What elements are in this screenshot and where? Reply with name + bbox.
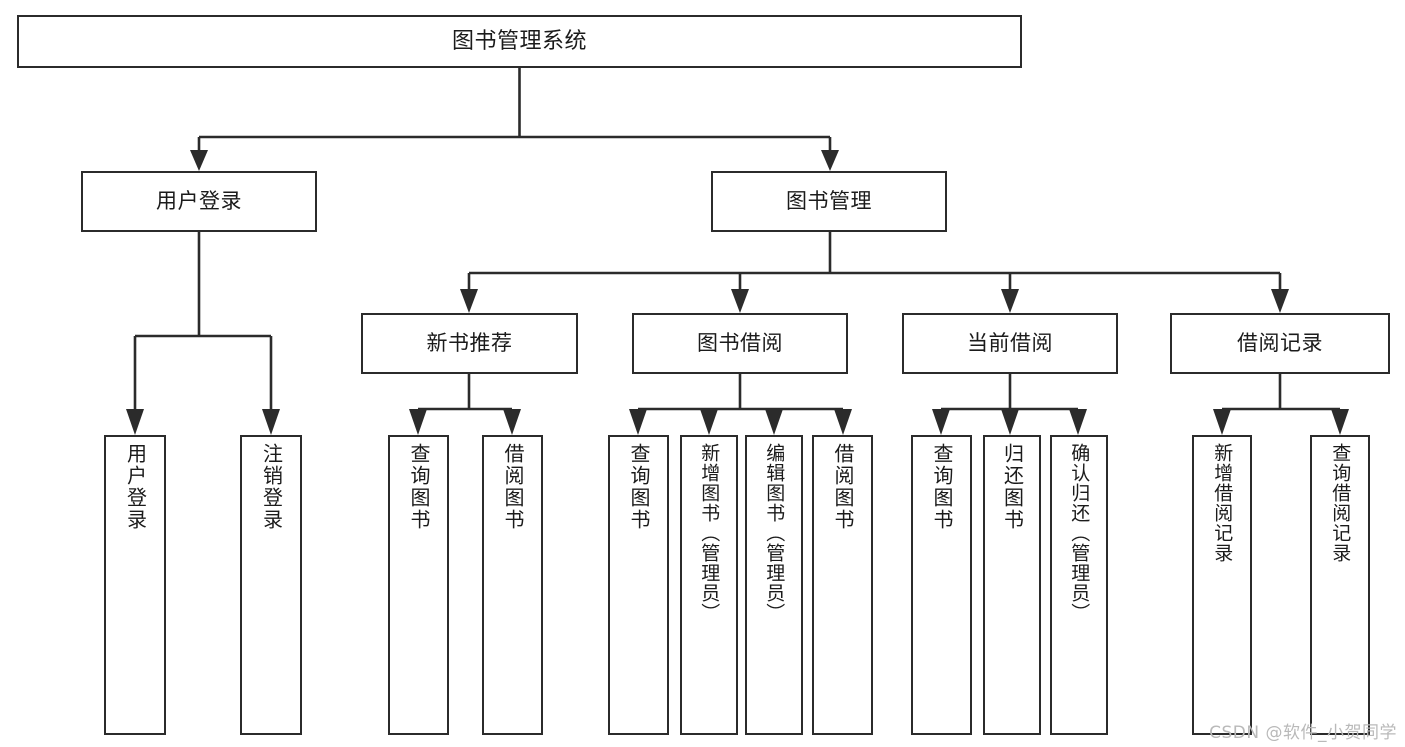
node-leaf-return-book[interactable]: 归还图书 bbox=[983, 435, 1041, 735]
arrow-leaf-query-book-2 bbox=[629, 409, 647, 435]
node-root-label: 图书管理系统 bbox=[451, 28, 587, 54]
node-leaf-user-login-label: 用户登录 bbox=[123, 443, 148, 531]
node-new-book-recommend-label: 新书推荐 bbox=[426, 331, 513, 355]
node-leaf-query-book-2-label: 查询图书 bbox=[627, 443, 651, 531]
node-user-login-label: 用户登录 bbox=[156, 189, 242, 213]
node-leaf-logout-login[interactable]: 注销登录 bbox=[240, 435, 302, 735]
arrow-leaf-query-record bbox=[1331, 409, 1349, 435]
node-leaf-logout-login-label: 注销登录 bbox=[259, 443, 284, 531]
node-book-borrow-label: 图书借阅 bbox=[697, 331, 783, 355]
arrow-leaf-borrow-book-2 bbox=[834, 409, 852, 435]
node-leaf-edit-book-label: 编辑图书（管理员） bbox=[763, 443, 786, 623]
arrow-leaf-edit-book bbox=[765, 409, 783, 435]
arrow-book-borrow bbox=[731, 289, 749, 313]
arrow-user-login bbox=[190, 150, 208, 171]
node-book-borrow[interactable]: 图书借阅 bbox=[632, 313, 848, 374]
arrow-borrow-record bbox=[1271, 289, 1289, 313]
node-leaf-borrow-book-1[interactable]: 借阅图书 bbox=[482, 435, 543, 735]
node-leaf-query-book-3[interactable]: 查询图书 bbox=[911, 435, 972, 735]
node-leaf-query-book-1-label: 查询图书 bbox=[407, 443, 431, 531]
arrow-leaf-borrow-book-1 bbox=[503, 409, 521, 435]
node-leaf-confirm-return[interactable]: 确认归还（管理员） bbox=[1050, 435, 1108, 735]
node-leaf-user-login[interactable]: 用户登录 bbox=[104, 435, 166, 735]
arrow-leaf-add-record bbox=[1213, 409, 1231, 435]
node-leaf-borrow-book-2-label: 借阅图书 bbox=[831, 443, 855, 531]
arrow-leaf-query-book-1 bbox=[409, 409, 427, 435]
node-current-borrow[interactable]: 当前借阅 bbox=[902, 313, 1118, 374]
node-leaf-return-book-label: 归还图书 bbox=[1000, 443, 1025, 531]
node-leaf-add-record-label: 新增借阅记录 bbox=[1211, 443, 1234, 563]
node-user-login[interactable]: 用户登录 bbox=[81, 171, 317, 232]
node-leaf-query-book-2[interactable]: 查询图书 bbox=[608, 435, 669, 735]
arrow-leaf-query-book-3 bbox=[932, 409, 950, 435]
arrow-leaf-return-book bbox=[1001, 409, 1019, 435]
arrow-new-book-recommend bbox=[460, 289, 478, 313]
node-leaf-edit-book[interactable]: 编辑图书（管理员） bbox=[745, 435, 803, 735]
node-current-borrow-label: 当前借阅 bbox=[967, 331, 1053, 355]
node-leaf-query-book-3-label: 查询图书 bbox=[930, 443, 954, 531]
node-leaf-borrow-book-1-label: 借阅图书 bbox=[501, 443, 525, 531]
node-leaf-add-book[interactable]: 新增图书（管理员） bbox=[680, 435, 738, 735]
node-leaf-confirm-return-label: 确认归还（管理员） bbox=[1068, 443, 1091, 623]
watermark: CSDN @软件_小贺同学 bbox=[1209, 723, 1397, 743]
node-leaf-query-record-label: 查询借阅记录 bbox=[1329, 443, 1352, 563]
node-new-book-recommend[interactable]: 新书推荐 bbox=[361, 313, 578, 374]
arrow-leaf-logout bbox=[262, 409, 280, 435]
node-book-management-label: 图书管理 bbox=[786, 189, 872, 213]
node-book-management[interactable]: 图书管理 bbox=[711, 171, 947, 232]
node-leaf-query-book-1[interactable]: 查询图书 bbox=[388, 435, 449, 735]
node-leaf-query-record[interactable]: 查询借阅记录 bbox=[1310, 435, 1370, 735]
node-leaf-borrow-book-2[interactable]: 借阅图书 bbox=[812, 435, 873, 735]
arrow-leaf-user-login bbox=[126, 409, 144, 435]
node-borrow-record-label: 借阅记录 bbox=[1237, 331, 1323, 355]
arrow-leaf-add-book bbox=[700, 409, 718, 435]
arrow-current-borrow bbox=[1001, 289, 1019, 313]
arrow-leaf-confirm-return bbox=[1069, 409, 1087, 435]
node-root[interactable]: 图书管理系统 bbox=[17, 15, 1022, 68]
node-leaf-add-record[interactable]: 新增借阅记录 bbox=[1192, 435, 1252, 735]
arrow-book-management bbox=[821, 150, 839, 171]
node-leaf-add-book-label: 新增图书（管理员） bbox=[698, 443, 721, 623]
node-borrow-record[interactable]: 借阅记录 bbox=[1170, 313, 1390, 374]
